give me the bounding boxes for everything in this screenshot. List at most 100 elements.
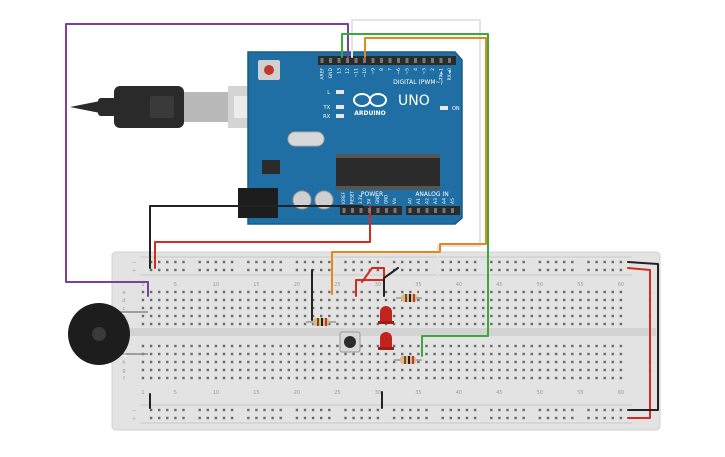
terminal-hole[interactable] bbox=[482, 368, 485, 372]
terminal-hole[interactable] bbox=[295, 314, 299, 318]
rail-hole[interactable] bbox=[417, 408, 420, 412]
rail-hole[interactable] bbox=[182, 408, 185, 412]
power-pin[interactable] bbox=[385, 208, 388, 213]
terminal-hole[interactable] bbox=[206, 344, 209, 348]
terminal-hole[interactable] bbox=[514, 322, 517, 326]
terminal-hole[interactable] bbox=[384, 298, 388, 302]
terminal-hole[interactable] bbox=[303, 368, 307, 372]
terminal-hole[interactable] bbox=[320, 352, 323, 356]
terminal-hole[interactable] bbox=[368, 360, 371, 364]
rail-hole[interactable] bbox=[352, 408, 355, 412]
terminal-hole[interactable] bbox=[579, 306, 582, 310]
terminal-hole[interactable] bbox=[530, 352, 533, 356]
terminal-hole[interactable] bbox=[376, 376, 380, 380]
terminal-hole[interactable] bbox=[336, 360, 339, 364]
terminal-hole[interactable] bbox=[546, 376, 550, 380]
terminal-hole[interactable] bbox=[506, 344, 509, 348]
rail-hole[interactable] bbox=[490, 416, 493, 420]
terminal-hole[interactable] bbox=[538, 344, 542, 348]
rail-hole[interactable] bbox=[563, 408, 566, 412]
rail-hole[interactable] bbox=[514, 416, 517, 420]
rail-hole[interactable] bbox=[222, 268, 226, 272]
rail-hole[interactable] bbox=[473, 416, 477, 420]
analog-pin[interactable] bbox=[425, 208, 429, 213]
terminal-hole[interactable] bbox=[554, 344, 558, 348]
rail-hole[interactable] bbox=[328, 416, 331, 420]
terminal-hole[interactable] bbox=[368, 376, 371, 380]
terminal-hole[interactable] bbox=[465, 376, 469, 380]
rail-hole[interactable] bbox=[425, 260, 428, 264]
rail-hole[interactable] bbox=[344, 268, 347, 272]
terminal-hole[interactable] bbox=[360, 298, 363, 302]
terminal-hole[interactable] bbox=[149, 298, 153, 302]
terminal-hole[interactable] bbox=[336, 368, 339, 372]
rail-hole[interactable] bbox=[611, 268, 614, 272]
terminal-hole[interactable] bbox=[384, 352, 388, 356]
rail-hole[interactable] bbox=[149, 260, 153, 264]
rail-hole[interactable] bbox=[376, 268, 380, 272]
rail-hole[interactable] bbox=[546, 416, 550, 420]
terminal-hole[interactable] bbox=[384, 290, 388, 294]
terminal-hole[interactable] bbox=[271, 314, 274, 318]
rail-hole[interactable] bbox=[271, 416, 274, 420]
terminal-hole[interactable] bbox=[417, 306, 420, 310]
terminal-hole[interactable] bbox=[384, 368, 388, 372]
rail-hole[interactable] bbox=[546, 260, 550, 264]
rail-hole[interactable] bbox=[409, 416, 412, 420]
terminal-hole[interactable] bbox=[166, 368, 169, 372]
terminal-hole[interactable] bbox=[441, 290, 444, 294]
terminal-hole[interactable] bbox=[198, 306, 201, 310]
rail-hole[interactable] bbox=[311, 408, 315, 412]
rail-hole[interactable] bbox=[320, 416, 323, 420]
terminal-hole[interactable] bbox=[417, 376, 420, 380]
terminal-hole[interactable] bbox=[303, 344, 307, 348]
terminal-hole[interactable] bbox=[538, 376, 542, 380]
terminal-hole[interactable] bbox=[530, 360, 533, 364]
terminal-hole[interactable] bbox=[263, 360, 266, 364]
rail-hole[interactable] bbox=[595, 260, 598, 264]
rail-hole[interactable] bbox=[619, 268, 623, 272]
terminal-hole[interactable] bbox=[287, 376, 290, 380]
terminal-hole[interactable] bbox=[530, 344, 533, 348]
terminal-hole[interactable] bbox=[247, 290, 250, 294]
terminal-hole[interactable] bbox=[392, 306, 396, 310]
terminal-hole[interactable] bbox=[271, 298, 274, 302]
terminal-hole[interactable] bbox=[149, 306, 153, 310]
terminal-hole[interactable] bbox=[563, 376, 566, 380]
terminal-hole[interactable] bbox=[303, 352, 307, 356]
terminal-hole[interactable] bbox=[230, 344, 234, 348]
terminal-hole[interactable] bbox=[603, 368, 606, 372]
terminal-hole[interactable] bbox=[368, 306, 371, 310]
rail-hole[interactable] bbox=[554, 268, 558, 272]
rail-hole[interactable] bbox=[198, 416, 201, 420]
power-pin[interactable] bbox=[351, 208, 354, 213]
terminal-hole[interactable] bbox=[360, 344, 363, 348]
terminal-hole[interactable] bbox=[417, 298, 420, 302]
terminal-hole[interactable] bbox=[392, 376, 396, 380]
terminal-hole[interactable] bbox=[141, 344, 145, 348]
terminal-hole[interactable] bbox=[230, 322, 234, 326]
terminal-hole[interactable] bbox=[263, 376, 266, 380]
rail-hole[interactable] bbox=[490, 408, 493, 412]
terminal-hole[interactable] bbox=[149, 314, 153, 318]
rail-hole[interactable] bbox=[230, 268, 234, 272]
rail-hole[interactable] bbox=[255, 268, 258, 272]
rail-hole[interactable] bbox=[222, 408, 226, 412]
terminal-hole[interactable] bbox=[279, 290, 282, 294]
rail-hole[interactable] bbox=[158, 408, 161, 412]
terminal-hole[interactable] bbox=[457, 352, 461, 356]
rail-hole[interactable] bbox=[328, 408, 331, 412]
power-pin[interactable] bbox=[368, 208, 371, 213]
terminal-hole[interactable] bbox=[417, 368, 420, 372]
red-led[interactable] bbox=[378, 306, 394, 324]
terminal-hole[interactable] bbox=[498, 376, 501, 380]
terminal-hole[interactable] bbox=[611, 360, 614, 364]
terminal-hole[interactable] bbox=[368, 314, 371, 318]
terminal-hole[interactable] bbox=[619, 314, 623, 318]
terminal-hole[interactable] bbox=[433, 306, 436, 310]
terminal-hole[interactable] bbox=[376, 306, 380, 310]
terminal-hole[interactable] bbox=[344, 314, 347, 318]
terminal-hole[interactable] bbox=[336, 376, 339, 380]
terminal-hole[interactable] bbox=[490, 314, 493, 318]
terminal-hole[interactable] bbox=[376, 368, 380, 372]
